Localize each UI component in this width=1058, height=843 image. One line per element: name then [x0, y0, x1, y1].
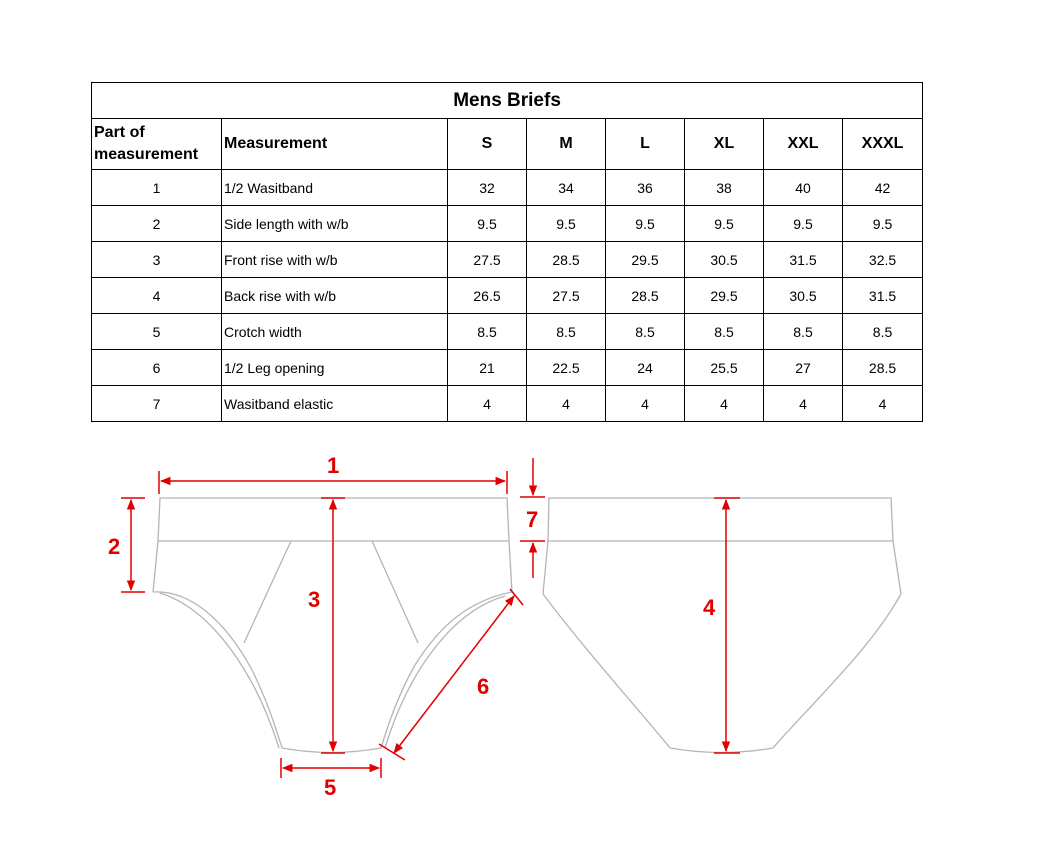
- size-value-cell: 9.5: [763, 205, 843, 242]
- header-part: Part of measurement: [91, 118, 222, 170]
- row-measurement: Back rise with w/b: [221, 277, 448, 314]
- size-value-cell: 31.5: [763, 241, 843, 278]
- size-value-cell: 27.5: [526, 277, 606, 314]
- row-measurement: 1/2 Leg opening: [221, 349, 448, 386]
- size-value-cell: 22.5: [526, 349, 606, 386]
- row-measurement: 1/2 Wasitband: [221, 169, 448, 206]
- back-view-outline: [542, 497, 902, 754]
- size-value-cell: 38: [684, 169, 764, 206]
- dimension-lines: [121, 458, 740, 778]
- size-value-cell: 32.5: [841, 241, 924, 278]
- size-value-cell: 4: [526, 385, 606, 422]
- size-value-cell: 9.5: [447, 205, 527, 242]
- dimension-label-5: 5: [324, 775, 336, 800]
- dimension-label-1: 1: [327, 453, 339, 478]
- header-size: M: [526, 118, 606, 170]
- size-value-cell: 8.5: [841, 313, 924, 350]
- size-value-cell: 8.5: [763, 313, 843, 350]
- size-value-cell: 40: [763, 169, 843, 206]
- row-number: 7: [91, 385, 222, 422]
- header-row: Part of measurement Measurement S M L XL…: [91, 118, 924, 170]
- size-value-cell: 24: [605, 349, 685, 386]
- row-measurement: Crotch width: [221, 313, 448, 350]
- dimension-label-4: 4: [703, 595, 716, 620]
- size-value-cell: 28.5: [526, 241, 606, 278]
- row-measurement: Front rise with w/b: [221, 241, 448, 278]
- size-value-cell: 28.5: [841, 349, 924, 386]
- dimension-label-6: 6: [477, 674, 489, 699]
- size-value-cell: 4: [763, 385, 843, 422]
- size-value-cell: 28.5: [605, 277, 685, 314]
- size-value-cell: 4: [684, 385, 764, 422]
- size-value-cell: 8.5: [605, 313, 685, 350]
- header-size: L: [605, 118, 685, 170]
- header-measurement: Measurement: [221, 118, 448, 170]
- row-number: 4: [91, 277, 222, 314]
- row-measurement: Side length with w/b: [221, 205, 448, 242]
- size-chart-table: Mens Briefs Part of measurement Measurem…: [90, 82, 924, 422]
- row-number: 6: [91, 349, 222, 386]
- size-value-cell: 27: [763, 349, 843, 386]
- size-value-cell: 36: [605, 169, 685, 206]
- header-size: XL: [684, 118, 764, 170]
- size-value-cell: 4: [447, 385, 527, 422]
- size-value-cell: 4: [605, 385, 685, 422]
- size-value-cell: 4: [841, 385, 924, 422]
- size-value-cell: 29.5: [605, 241, 685, 278]
- header-size: XXXL: [841, 118, 924, 170]
- size-value-cell: 42: [841, 169, 924, 206]
- dimension-label-7: 7: [526, 507, 538, 532]
- row-measurement: Wasitband elastic: [221, 385, 448, 422]
- size-value-cell: 29.5: [684, 277, 764, 314]
- dimension-label-2: 2: [108, 534, 120, 559]
- header-size: XXL: [763, 118, 843, 170]
- size-value-cell: 27.5: [447, 241, 527, 278]
- size-value-cell: 9.5: [841, 205, 924, 242]
- table-title: Mens Briefs: [90, 82, 924, 119]
- size-value-cell: 31.5: [841, 277, 924, 314]
- dimension-label-3: 3: [308, 587, 320, 612]
